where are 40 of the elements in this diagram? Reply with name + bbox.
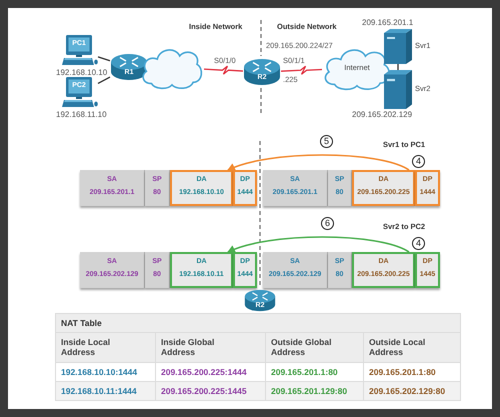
packet-field (170, 252, 233, 288)
column-header: Outside Local Address (364, 332, 461, 362)
packet-field (263, 170, 328, 206)
packet-field (170, 170, 233, 206)
packet-field (352, 252, 415, 288)
table-cell: 192.168.10.11:1444 (56, 381, 156, 400)
ip-address-label: 192.168.10.10 (56, 69, 108, 77)
column-header: Inside Global Address (156, 332, 266, 362)
table-cell: 209.165.200.225:1445 (156, 381, 266, 400)
curved-arrow (227, 154, 410, 172)
packet-field (80, 170, 145, 206)
ip-address-label: 192.168.11.10 (56, 111, 107, 119)
table-cell: 192.168.10.10:1444 (56, 362, 156, 382)
table-cell: 209.165.200.225:1444 (156, 362, 266, 382)
serial-link-line (204, 66, 244, 75)
table-cell: 209.165.202.129:80 (364, 381, 461, 400)
packet-field (80, 252, 145, 288)
table-title: NAT Table (56, 314, 461, 333)
ip-address-label: 209.165.201.1 (362, 19, 414, 27)
packet-field (328, 170, 352, 206)
serial-link-line (280, 66, 322, 75)
packet-field (263, 252, 328, 288)
ip-address-label: 209.165.202.129 (352, 111, 412, 119)
packet-field (145, 170, 170, 206)
connection-line (98, 56, 110, 62)
packet-field (233, 170, 257, 206)
packet-field (233, 252, 257, 288)
packet-field (328, 252, 352, 288)
packet-field (415, 170, 440, 206)
connection-line (98, 76, 110, 84)
column-header: Inside Local Address (56, 332, 156, 362)
packet-field (145, 252, 170, 288)
table-cell: 209.165.201.129:80 (266, 381, 364, 400)
column-header: Outside Global Address (266, 332, 364, 362)
connection-line (397, 64, 399, 70)
packet-field (352, 170, 415, 206)
table-cell: 209.165.201.1:80 (364, 362, 461, 382)
curved-arrow (227, 236, 410, 254)
packet-field (415, 252, 440, 288)
table-cell: 209.165.201.1:80 (266, 362, 364, 382)
